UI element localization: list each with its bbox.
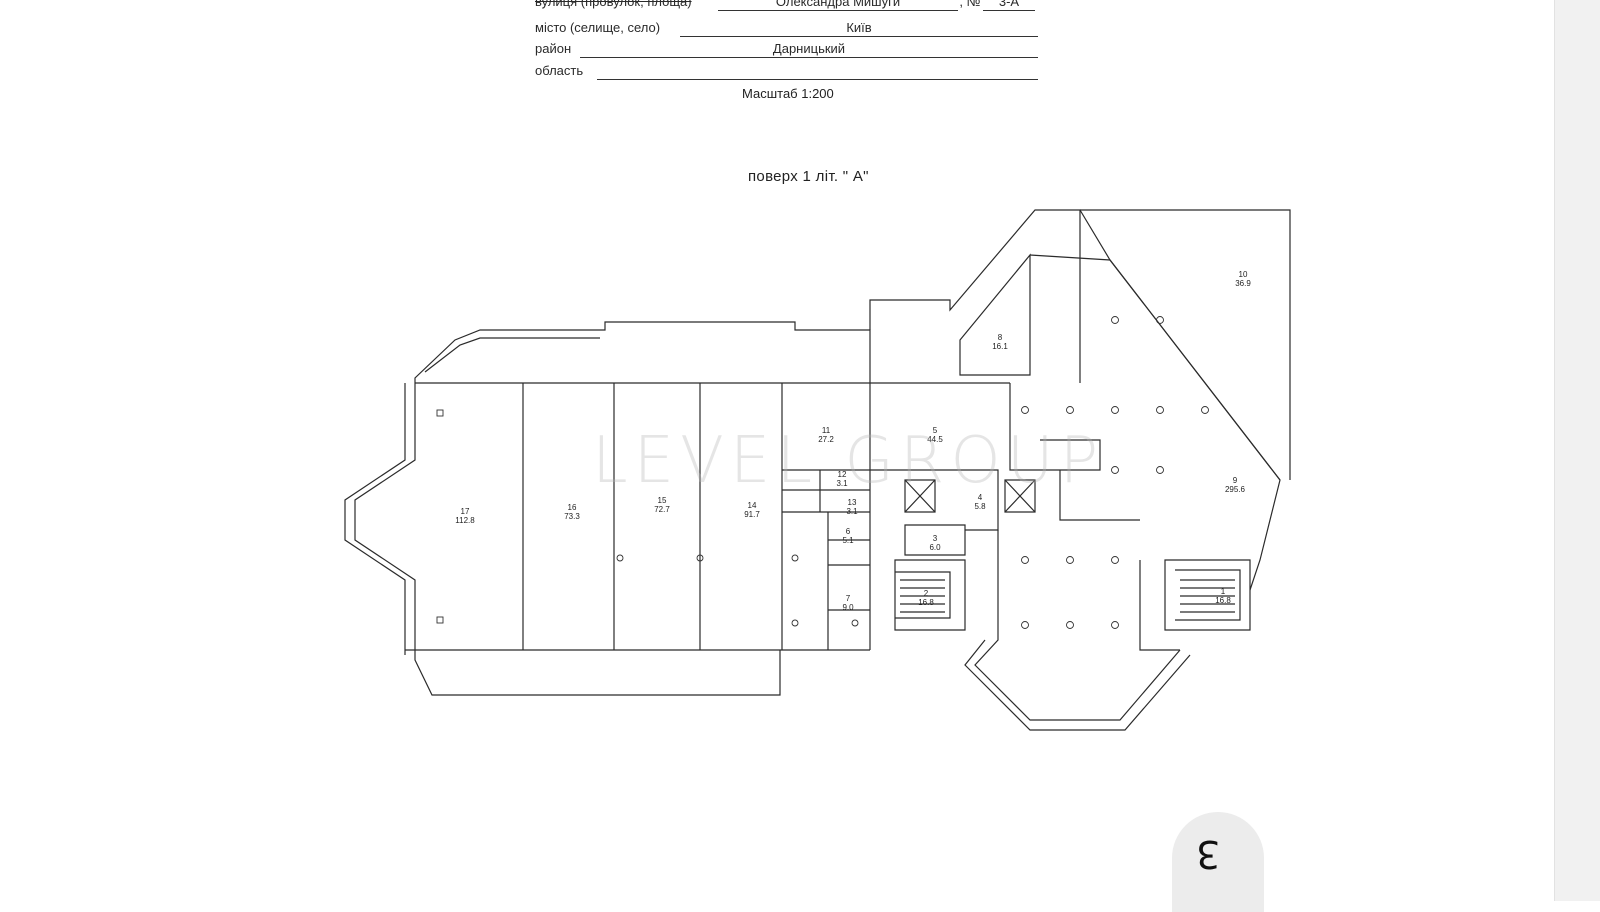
room-10-outline [1080,209,1291,480]
north-inner-wall [424,337,600,373]
room-area-11: 27.2 [818,435,834,444]
stair-1-steps [1180,579,1235,613]
stair-1-wall [1139,560,1180,651]
room-no-16: 16 [568,503,577,512]
room-area-9: 295.6 [1225,485,1246,494]
curtain-wall-ne [1079,209,1281,481]
street-line [718,0,958,11]
region-line [597,63,1038,80]
room-no-1: 1 [1221,587,1226,596]
stair-2 [894,559,966,631]
south-bay-outer [964,639,1191,731]
west-inner-wall [344,383,406,655]
hall-9-east [1029,254,1281,591]
number-value: 3-А [998,0,1020,9]
street-label: вулиця (провулок, площа) [535,0,692,9]
room-area-8: 16.1 [992,342,1008,351]
city-value: Київ [846,20,872,35]
page-number-tab [1172,812,1264,912]
street-value: Олександра Мишуги [775,0,901,9]
stair-2-steps [900,579,945,613]
room-area-5: 44.5 [927,435,943,444]
room-no-7: 7 [846,594,851,603]
south-bay [974,530,1181,721]
room-area-7: 9.0 [842,603,854,612]
room-area-2: 16.8 [918,598,934,607]
number-line [983,0,1035,11]
north-wall-west [414,321,871,383]
page-number: 3 [1196,832,1221,876]
elevators [904,479,1036,513]
room-area-14: 91.7 [744,510,760,519]
room-area-12: 3.1 [836,479,848,488]
room-8 [959,253,1031,376]
room-no-8: 8 [998,333,1003,342]
number-label: , № [959,0,981,9]
room-area-10: 36.9 [1235,279,1251,288]
district-label: район [535,41,572,56]
room-area-16: 73.3 [564,512,580,521]
room-no-12: 12 [838,470,847,479]
room-no-10: 10 [1239,270,1248,279]
room-no-13: 13 [848,498,857,507]
room-no-2: 2 [924,589,929,598]
room-no-4: 4 [978,493,983,502]
columns [436,316,1209,629]
hall-9-core-edge [1009,383,1101,471]
room-no-14: 14 [748,501,757,510]
room-no-9: 9 [1233,476,1238,485]
room-area-3: 6.0 [929,543,941,552]
room-area-17: 112.8 [455,516,475,525]
room-no-6: 6 [846,527,851,536]
core-wc [782,469,870,512]
room-no-15: 15 [658,496,667,505]
tower-north-wall [869,209,1081,383]
city-label: місто (селище, село) [535,20,661,35]
room-no-5: 5 [933,426,938,435]
room-no-11: 11 [822,426,831,435]
room-area-15: 72.7 [654,505,670,514]
hall-9-south-core [1059,470,1140,521]
west-outer-wall [354,383,781,696]
page-edge [1554,0,1600,901]
room-area-1: 16.8 [1215,596,1231,605]
region-label: область [535,63,584,78]
room-labels: 17 112.8 16 73.3 15 72.7 14 91.7 11 27.2… [455,270,1251,612]
watermark: LEVEL GROUP [592,424,1105,498]
room-area-13: 3.1 [846,507,858,516]
elevator-x [904,479,1036,513]
district-value: Дарницький [772,41,846,56]
core-hall [870,469,999,531]
core-small-rooms [782,511,870,650]
district-line [580,41,1038,58]
room-no-3: 3 [933,534,938,543]
room-area-6: 5.1 [842,536,854,545]
room-no-17: 17 [461,507,470,516]
floor-title: поверх 1 літ. " А" [748,168,869,185]
room-3 [904,524,966,556]
city-line [680,20,1038,37]
room-area-4: 5.8 [974,502,986,511]
scale-text: Масштаб 1:200 [742,86,834,101]
stair-1 [1164,559,1251,631]
